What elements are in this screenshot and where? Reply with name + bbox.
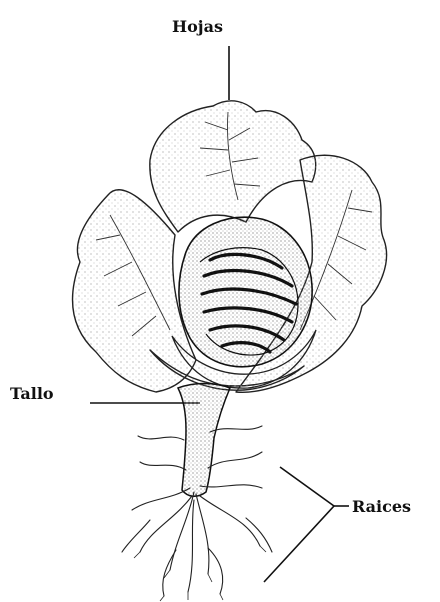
roots-label: Raices <box>352 497 411 516</box>
leaves-label: Hojas <box>172 17 223 36</box>
stem-label: Tallo <box>10 384 54 403</box>
stem <box>178 384 230 497</box>
outer-leaf-top <box>150 101 316 232</box>
root-tip-marks <box>134 546 266 601</box>
stem-shape <box>178 384 230 497</box>
roots-bracket <box>264 467 334 582</box>
